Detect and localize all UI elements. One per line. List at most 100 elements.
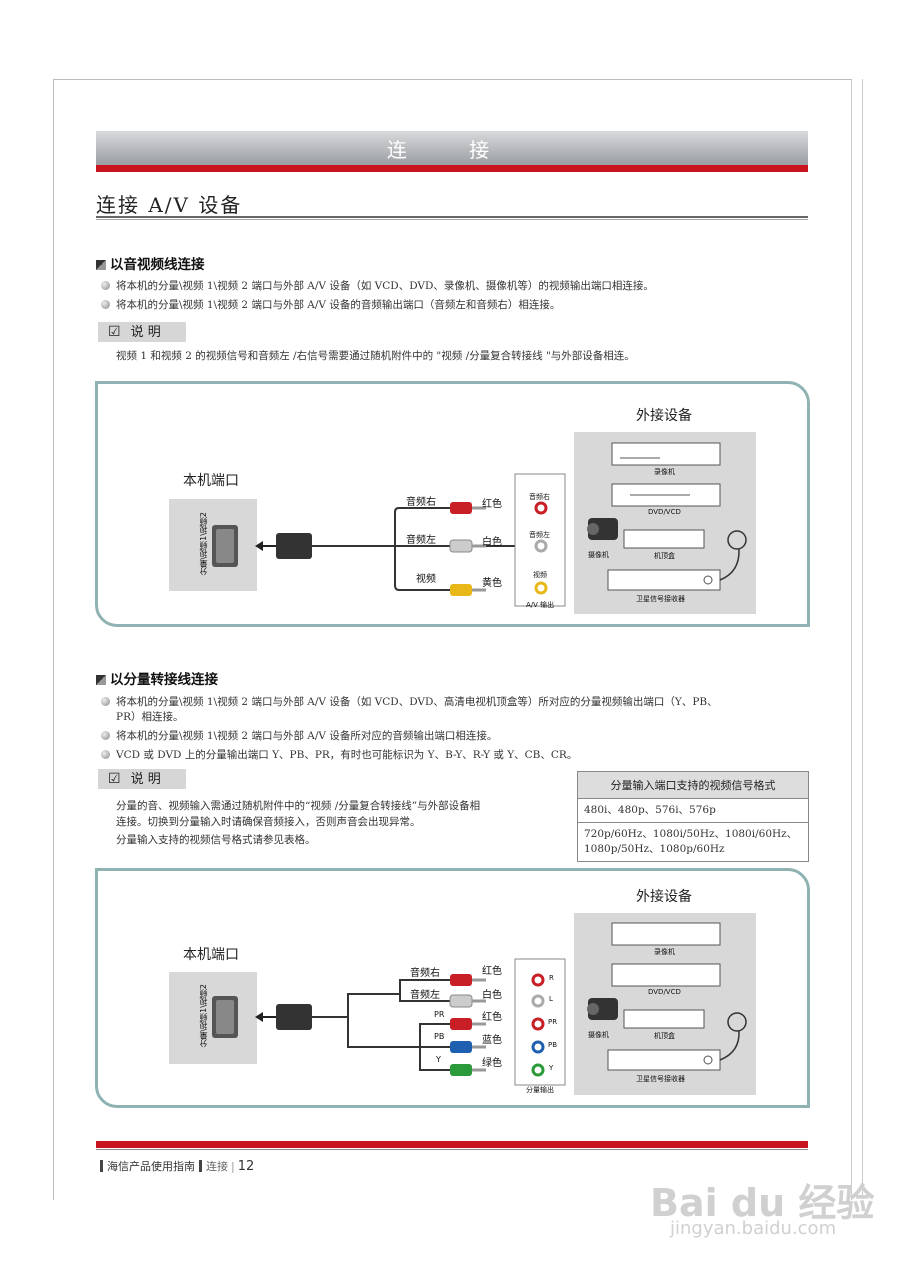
device-label: 摄像机 (588, 1031, 609, 1039)
square-bullet-icon (96, 260, 106, 270)
output-panel-label: 分量输出 (526, 1086, 554, 1094)
watermark-brand: Bai du 经验 (650, 1181, 875, 1225)
banner-red-stripe (96, 165, 808, 172)
footer-bar (199, 1160, 202, 1172)
note-badge: ☑ 说 明 (98, 322, 186, 342)
jack-label: R (549, 974, 554, 982)
cable-color-label: 红色 (482, 1012, 502, 1023)
bullet-item: VCD 或 DVD 上的分量输出端口 Y、PB、PR，有时也可能标识为 Y、B-… (101, 748, 578, 763)
device-label: 卫星信号接收器 (636, 1075, 685, 1083)
camcorder-icon (587, 998, 618, 1020)
cable-plug-icon (255, 533, 312, 559)
subheading-text: 以分量转接线连接 (110, 672, 218, 688)
bullet-item: 将本机的分量\视频 1\视频 2 端口与外部 A/V 设备（如 VCD、DVD、… (101, 279, 654, 294)
note-label: 说 明 (130, 325, 161, 340)
circle-bullet-icon (101, 750, 110, 759)
circle-bullet-icon (101, 731, 110, 740)
subheading-av: 以音视频线连接 (96, 253, 205, 273)
set-top-box-icon (623, 529, 705, 549)
device-label: 机顶盒 (654, 1032, 675, 1040)
section-title: 连接 A/V 设备 (96, 193, 243, 217)
jack-label: 音频右 (529, 493, 550, 501)
note-text-line: 分量输入支持的视频信号格式请参见表格。 (116, 834, 316, 846)
device-label: 机顶盒 (654, 552, 675, 560)
bullet-text: 将本机的分量\视频 1\视频 2 端口与外部 A/V 设备（如 VCD、DVD、… (116, 280, 654, 292)
cable-label: 音频左 (410, 990, 440, 1001)
jack-blue-icon (531, 1040, 545, 1054)
note-text-line: 连接。切换到分量输入时请确保音频接入，否则声音会出现异常。 (116, 816, 421, 828)
cable-label: PR (434, 1010, 445, 1019)
square-bullet-icon (96, 675, 106, 685)
vga-port-icon (212, 525, 238, 567)
cable-color-label: 白色 (482, 537, 502, 548)
footer: 海信产品使用指南连接|12 (96, 1158, 254, 1174)
table-header: 分量输入端口支持的视频信号格式 (578, 772, 808, 799)
footer-rule (96, 1149, 808, 1150)
circle-bullet-icon (101, 697, 110, 706)
table-cell-line: 720p/60Hz、1080i/50Hz、1080i/60Hz、 (584, 828, 798, 840)
bullet-text: VCD 或 DVD 上的分量输出端口 Y、PB、PR，有时也可能标识为 Y、B-… (116, 749, 578, 761)
device-label: 摄像机 (588, 551, 609, 559)
table-cell-line: 1080p/50Hz、1080p/60Hz (584, 843, 725, 855)
jack-label: PB (548, 1041, 558, 1049)
watermark-url: jingyan.baidu.com (670, 1218, 837, 1239)
cable-label: 视频 (416, 574, 436, 585)
bullet-text: 将本机的分量\视频 1\视频 2 端口与外部 A/V 设备（如 VCD、DVD、… (116, 696, 718, 708)
table-row: 480i、480p、576i、576p (578, 799, 808, 823)
jack-white-icon (534, 539, 548, 553)
cable-branch-yellow (394, 546, 450, 591)
section-rule-thin (96, 219, 808, 220)
camcorder-icon (587, 518, 618, 540)
rca-plug-red-icon (450, 502, 486, 514)
cable-label: Y (436, 1055, 441, 1064)
note-badge: ☑说 明 (98, 769, 186, 789)
watermark: Bai du 经验 jingyan.baidu.com (640, 1150, 874, 1250)
rca-plug-red-icon (450, 1018, 486, 1030)
page-edge (862, 79, 863, 1199)
jack-red-icon (534, 501, 548, 515)
video-format-table: 分量输入端口支持的视频信号格式 480i、480p、576i、576p 720p… (577, 771, 809, 862)
cable-color-label: 蓝色 (482, 1035, 502, 1046)
cable-branch-audio (347, 979, 450, 1017)
jack-label: 音频左 (529, 531, 550, 539)
local-port-label: 本机端口 (183, 947, 239, 963)
note-text: 视频 1 和视频 2 的视频信号和音频左 /右信号需要通过随机附件中的 "视频 … (116, 350, 635, 362)
bullet-text: 将本机的分量\视频 1\视频 2 端口与外部 A/V 设备所对应的音频输出端口相… (116, 730, 498, 742)
device-label: 录像机 (654, 948, 675, 956)
rca-plug-red-icon (450, 974, 486, 986)
chapter-title: 连 接 (386, 138, 518, 162)
checkbox-icon: ☑ (108, 324, 121, 340)
rca-plug-yellow-icon (450, 584, 486, 596)
bullet-item: 将本机的分量\视频 1\视频 2 端口与外部 A/V 设备所对应的音频输出端口相… (101, 729, 498, 744)
vcr-icon (611, 442, 721, 466)
bullet-item: 将本机的分量\视频 1\视频 2 端口与外部 A/V 设备（如 VCD、DVD、… (101, 695, 718, 710)
device-label: 录像机 (654, 468, 675, 476)
footer-guide: 海信产品使用指南 (107, 1160, 195, 1173)
footer-red-stripe (96, 1141, 808, 1148)
dvd-player-icon (611, 963, 721, 987)
bullet-text: 将本机的分量\视频 1\视频 2 端口与外部 A/V 设备的音频输出端口（音频左… (116, 299, 561, 311)
port-label: 分量\视频1\视频2 (199, 984, 208, 1048)
circle-bullet-icon (101, 300, 110, 309)
footer-bar (100, 1160, 103, 1172)
device-label: DVD/VCD (648, 508, 681, 516)
cable-color-label: 绿色 (482, 1058, 502, 1069)
cable-label: 音频右 (406, 497, 436, 508)
jack-white-icon (531, 994, 545, 1008)
page-number: 12 (237, 1159, 255, 1174)
cable-label: PB (434, 1032, 445, 1041)
subheading-component: 以分量转接线连接 (96, 668, 218, 688)
bullet-item: 将本机的分量\视频 1\视频 2 端口与外部 A/V 设备的音频输出端口（音频左… (101, 298, 561, 313)
cable-label: 音频右 (410, 968, 440, 979)
jack-label: 视频 (533, 571, 547, 579)
satellite-dish-icon (719, 530, 747, 581)
jack-label: Y (549, 1064, 554, 1072)
jack-label: PR (548, 1018, 558, 1026)
rca-plug-blue-icon (450, 1041, 486, 1053)
footer-section: 连接 (206, 1160, 228, 1173)
note-text-line: 分量的音、视频输入需通过随机附件中的“视频 /分量复合转接线”与外部设备相 (116, 800, 481, 812)
external-device-label: 外接设备 (636, 889, 692, 905)
rca-plug-green-icon (450, 1064, 486, 1076)
